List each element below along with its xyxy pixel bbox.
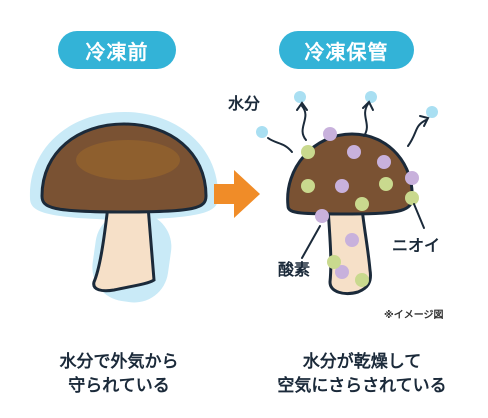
vapor-dot [256, 126, 268, 138]
left-mushroom-stem [92, 204, 156, 293]
caption-line: 水分が乾燥して [302, 352, 422, 372]
protected-mushroom-illustration [29, 112, 219, 303]
oxygen-particles [315, 127, 419, 279]
oxygen-dot [345, 233, 359, 247]
odor-dot [355, 197, 369, 211]
oxygen-dot [323, 127, 337, 141]
frozen-storage-title: 冷凍保管 [279, 31, 414, 69]
vapor-arrow-icon [419, 115, 430, 127]
caption-line: 守られている [68, 376, 170, 396]
odor-particles [301, 145, 419, 287]
oxygen-dot [405, 171, 419, 185]
caption-line: 空気にさらされている [277, 376, 447, 396]
vapor-arrow-icon [407, 119, 427, 147]
caption-line: 水分で外気から [59, 352, 179, 372]
oxygen-label: 酸素 [278, 260, 311, 279]
odor-dot [379, 177, 393, 191]
vapor-arrow-icon [267, 137, 293, 153]
before-freezing-title: 冷凍前 [58, 31, 176, 69]
oxygen-leader-line [301, 225, 321, 259]
odor-dot [301, 179, 315, 193]
frozen-storage-caption: 水分が乾燥して 空気にさらされている [262, 350, 462, 398]
water-label: 水分 [228, 94, 261, 113]
label-leader-lines [301, 203, 425, 259]
odor-leader-line [413, 203, 425, 229]
oxygen-dot [315, 209, 329, 223]
illustration-note: ※イメージ図 [384, 310, 444, 321]
odor-dot [405, 191, 419, 205]
vapor-dot [426, 106, 438, 118]
vapor-arrow-icon [296, 101, 308, 111]
transition-arrow-icon [214, 170, 260, 218]
vapor-arrow-icon [362, 100, 374, 111]
oxygen-dot [347, 145, 361, 159]
vapor-arrow-icon [363, 103, 369, 137]
odor-dot [327, 255, 341, 269]
exposed-mushroom-illustration [256, 91, 438, 296]
left-mushroom-cap-spot [76, 140, 180, 180]
vapor-dot [365, 91, 377, 103]
odor-dot [301, 145, 315, 159]
vapor-arrow-icon [301, 105, 307, 141]
odor-label: ニオイ [392, 236, 441, 255]
oxygen-dot [377, 155, 391, 169]
before-freezing-caption: 水分で外気から 守られている [40, 350, 198, 398]
vapor-dot [294, 91, 306, 103]
odor-dot [355, 273, 369, 287]
oxygen-dot [335, 179, 349, 193]
oxygen-dot [335, 265, 349, 279]
water-vapor-particles [256, 91, 438, 153]
